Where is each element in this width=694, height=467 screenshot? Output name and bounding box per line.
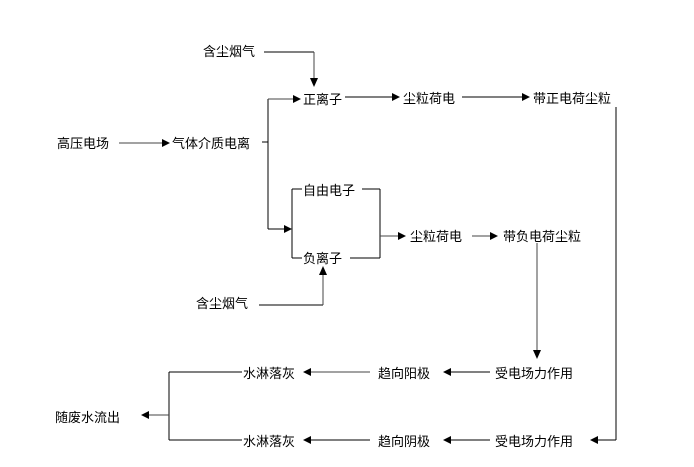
edge-ionization-to-positive-ion — [262, 95, 301, 229]
node-negative-dust: 带负电荷尘粒 — [503, 230, 581, 245]
node-dust-charged-top: 尘粒荷电 — [403, 92, 455, 107]
edge-anode-to-water-ash — [303, 368, 370, 376]
edge-dust-charged-to-negative-dust — [472, 232, 498, 240]
node-high-voltage-field: 高压电场 — [57, 136, 109, 152]
edge-ionization-to-negative-branch — [268, 188, 302, 259]
node-field-force-upper: 受电场力作用 — [495, 367, 573, 382]
edge-positive-dust-to-field-force — [590, 107, 617, 444]
node-toward-cathode: 趋向阴极 — [378, 434, 430, 450]
edge-field-force-to-anode — [443, 368, 490, 376]
node-toward-anode: 趋向阳极 — [378, 366, 430, 382]
edge-dusty-gas-to-negative-ion — [259, 266, 327, 306]
edge-water-ash-to-wastewater — [141, 371, 242, 441]
node-negative-ion: 负离子 — [303, 251, 342, 267]
edge-cathode-to-water-ash — [303, 436, 370, 444]
node-dust-charged-mid: 尘粒荷电 — [410, 230, 462, 245]
edge-negative-branch-to-dust-charged — [350, 188, 406, 259]
node-field-force-lower: 受电场力作用 — [495, 435, 573, 450]
edge-positive-ion-to-dust-charged — [345, 93, 400, 101]
node-water-ash-lower: 水淋落灰 — [243, 435, 295, 450]
edge-dust-charged-to-positive-dust — [462, 93, 530, 101]
node-free-electron: 自由电子 — [303, 184, 355, 199]
edge-dusty-gas-to-positive-ion — [264, 51, 318, 87]
node-water-ash-upper: 水淋落灰 — [243, 367, 295, 382]
edge-negative-dust-to-field-force — [533, 243, 541, 359]
node-wastewater-out: 随废水流出 — [55, 410, 120, 426]
node-positive-dust: 带正电荷尘粒 — [533, 92, 611, 107]
node-gas-ionization: 气体介质电离 — [172, 136, 250, 152]
edge-field-to-ionization — [119, 139, 170, 147]
node-dusty-gas-top: 含尘烟气 — [203, 44, 255, 60]
edge-field-force-to-cathode — [443, 436, 490, 444]
node-positive-ion: 正离子 — [303, 92, 342, 108]
node-dusty-gas-bottom: 含尘烟气 — [196, 296, 248, 312]
